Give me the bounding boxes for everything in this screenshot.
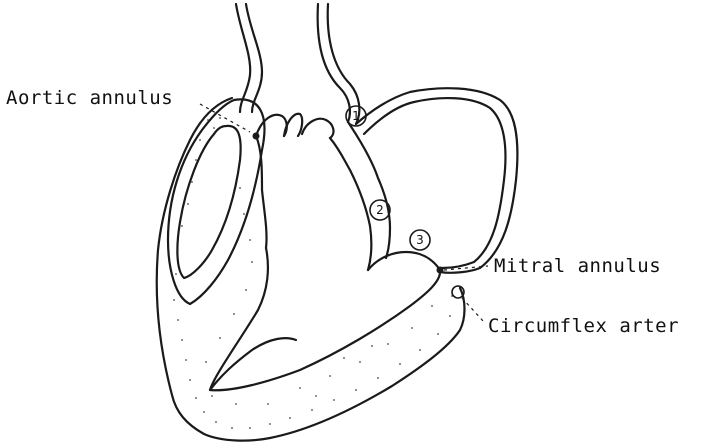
marker-3: 3	[410, 230, 430, 250]
curtain-line-2	[348, 122, 390, 258]
aortic-wall-right-outer	[318, 4, 350, 122]
marker-2-label: 2	[376, 203, 384, 217]
curtain-line-1	[330, 138, 371, 270]
mitral-annulus-point	[437, 267, 444, 274]
aortic-annulus-leader	[200, 104, 250, 132]
aortic-annulus-point	[253, 133, 260, 140]
aortic-cusp-left	[256, 115, 287, 136]
marker-1-label: 1	[352, 109, 360, 123]
marker-2: 2	[370, 200, 390, 220]
marker-3-label: 3	[416, 233, 424, 247]
myocardium-inner	[210, 248, 440, 390]
mitral-annulus-label: Mitral annulus	[494, 255, 661, 277]
circumflex-label: Circumflex arter	[488, 315, 679, 337]
aortic-cusp-right	[302, 119, 333, 138]
atrium-inner	[364, 98, 505, 268]
aortic-root	[236, 4, 359, 124]
mitral-leaflet-anterior	[368, 252, 440, 270]
left-ventricle	[157, 98, 465, 441]
aortic-wall-left-outer	[236, 4, 250, 112]
septum-curtain	[256, 122, 390, 270]
aortic-valve-cusps	[256, 114, 333, 138]
aortic-annulus-label: Aortic annulus	[6, 87, 173, 109]
